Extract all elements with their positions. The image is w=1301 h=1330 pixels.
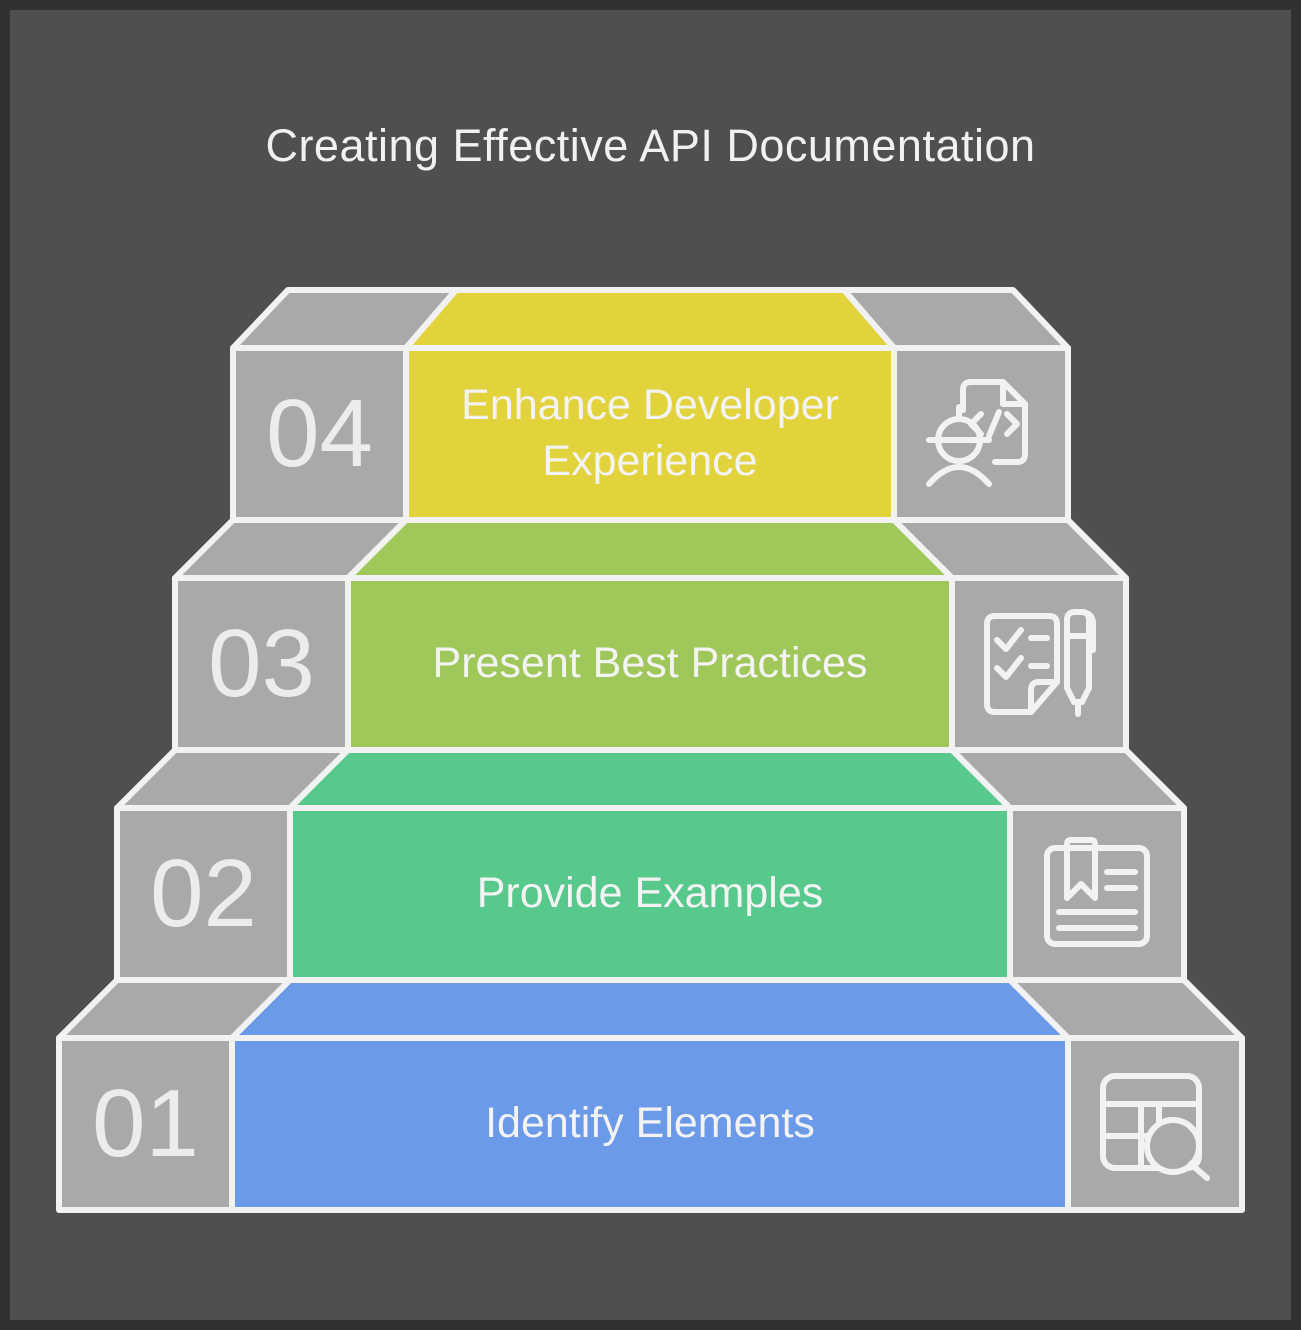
step-03-number: 03 [208, 610, 315, 717]
step-01-label: Identify Elements [485, 1099, 815, 1148]
step-02-label: Provide Examples [476, 869, 824, 918]
step-04-band-top [403, 287, 897, 351]
gray-blocks [56, 287, 1245, 1213]
step-01-number: 01 [92, 1070, 199, 1177]
checklist-pen-icon [984, 609, 1096, 717]
step-02-band-top [287, 747, 1013, 811]
table-search-icon [1100, 1073, 1210, 1181]
page-title: Creating Effective API Documentation [265, 120, 1036, 171]
developer-code-icon [926, 379, 1028, 487]
step-01-band-top [229, 977, 1071, 1041]
step-02-band-front [287, 805, 1013, 983]
step-03-band-top [345, 517, 955, 581]
step-03-band-front [345, 575, 955, 753]
color-bands [229, 287, 1071, 1213]
step-02-number: 02 [150, 840, 257, 947]
step-04-number: 04 [266, 380, 373, 487]
step-04-band-front [403, 345, 897, 523]
step-01-band-front [229, 1035, 1071, 1213]
book-bookmark-icon [1044, 837, 1150, 947]
step-03-label: Present Best Practices [432, 639, 868, 688]
step-04-label: Enhance Developer Experience [461, 381, 839, 485]
